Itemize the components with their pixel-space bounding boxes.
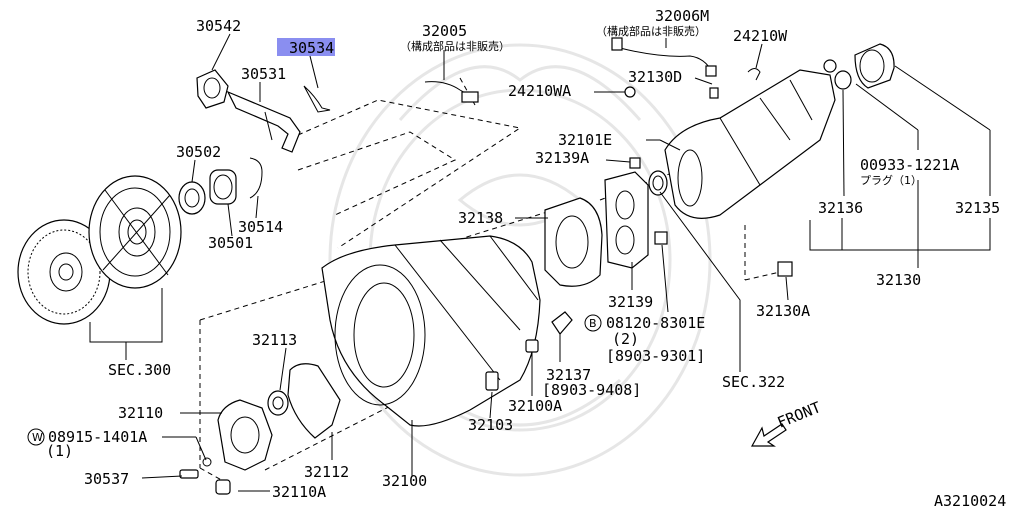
label-30514[interactable]: 30514 <box>238 218 283 236</box>
leader-lines <box>89 33 991 492</box>
clip-24210wa-drawing <box>624 86 636 98</box>
label-08915-qty: (1) <box>46 442 73 460</box>
label-30534[interactable]: 30534 <box>289 39 334 57</box>
label-08120-8301e[interactable]: 08120-8301E <box>606 314 705 332</box>
bolt-32130a-drawing <box>777 261 793 277</box>
label-32110[interactable]: 32110 <box>118 404 163 422</box>
release-fork-drawing <box>226 90 301 153</box>
label-24210w[interactable]: 24210W <box>733 27 788 45</box>
clip-drawing <box>249 157 263 199</box>
circle-b-icon <box>584 314 602 332</box>
rear-plate-drawing <box>604 171 649 269</box>
bolt-32110a-drawing <box>215 479 231 495</box>
bearing-sleeve-drawing <box>209 169 237 205</box>
label-32137-date: [8903-9408] <box>542 381 641 399</box>
plug-32103-drawing <box>485 371 499 391</box>
label-00933-1221a[interactable]: 00933-1221A <box>860 156 959 174</box>
label-00933-note: プラグ（1） <box>860 173 922 187</box>
label-08120-date: [8903-9301] <box>606 347 705 365</box>
pressure-plate-drawing <box>88 175 182 289</box>
dust-boot-drawing <box>196 69 229 109</box>
label-30501[interactable]: 30501 <box>208 234 253 252</box>
front-arrow-icon <box>750 423 787 447</box>
label-30537[interactable]: 30537 <box>84 470 129 488</box>
clip-24210w-drawing <box>747 68 761 81</box>
bolt-30537-drawing <box>179 457 212 479</box>
switch-32137-drawing <box>551 311 573 335</box>
label-32113[interactable]: 32113 <box>252 331 297 349</box>
label-32136[interactable]: 32136 <box>818 199 863 217</box>
label-32139a[interactable]: 32139A <box>535 149 589 167</box>
drawing-id: A3210024 <box>934 492 1006 510</box>
label-32138[interactable]: 32138 <box>458 209 503 227</box>
rear-seal-drawing <box>823 59 852 90</box>
label-32006m-note: （構成部品は非販売） <box>596 24 706 38</box>
label-32112[interactable]: 32112 <box>304 463 349 481</box>
label-32110a[interactable]: 32110A <box>272 483 326 501</box>
oil-seal-drawing <box>267 390 289 416</box>
circle-w-icon <box>27 428 45 446</box>
selected-part-highlight <box>277 38 335 56</box>
bolt-32139a-drawing <box>629 157 641 169</box>
label-32103[interactable]: 32103 <box>468 416 513 434</box>
label-30531[interactable]: 30531 <box>241 65 286 83</box>
label-front: FRONT <box>775 398 824 432</box>
dust-cover-drawing <box>854 43 895 89</box>
bolt-08120-drawing <box>654 231 668 245</box>
label-sec322[interactable]: SEC.322 <box>722 373 785 391</box>
adapter-plate-drawing <box>544 197 603 287</box>
gasket-drawing <box>287 363 341 439</box>
label-32135[interactable]: 32135 <box>955 199 1000 217</box>
label-32100a[interactable]: 32100A <box>508 397 562 415</box>
label-30502[interactable]: 30502 <box>176 143 221 161</box>
label-32005-note: （構成部品は非販売） <box>400 39 510 53</box>
label-32130[interactable]: 32130 <box>876 271 921 289</box>
plug-32100a-drawing <box>525 339 539 353</box>
label-30542[interactable]: 30542 <box>196 17 241 35</box>
label-32130d[interactable]: 32130D <box>628 68 682 86</box>
clutch-disc-drawing <box>17 219 111 325</box>
release-bearing-drawing <box>178 181 206 215</box>
label-24210wa[interactable]: 24210WA <box>508 82 571 100</box>
spring-clip-drawing <box>303 85 331 113</box>
label-32130a[interactable]: 32130A <box>756 302 810 320</box>
label-32100[interactable]: 32100 <box>382 472 427 490</box>
label-32101e[interactable]: 32101E <box>558 131 612 149</box>
label-32005[interactable]: 32005 <box>422 22 467 40</box>
label-32006m[interactable]: 32006M <box>655 7 709 25</box>
label-32139[interactable]: 32139 <box>608 293 653 311</box>
seal-32101e-drawing <box>648 170 668 196</box>
part-labels: 30542 30534 30531 30502 30514 30501 SEC.… <box>32 7 1006 510</box>
label-circle-b: B <box>589 317 597 330</box>
label-08915-1401a[interactable]: 08915-1401A <box>48 428 147 446</box>
label-32137[interactable]: 32137 <box>546 366 591 384</box>
label-circle-w: W <box>32 431 43 444</box>
rear-extension-drawing <box>664 69 836 219</box>
front-cover-drawing <box>217 399 273 471</box>
label-sec300[interactable]: SEC.300 <box>108 361 171 379</box>
label-08120-qty: (2) <box>612 330 639 348</box>
harness-32006m-drawing <box>611 37 719 99</box>
harness-32005-drawing <box>424 81 479 103</box>
